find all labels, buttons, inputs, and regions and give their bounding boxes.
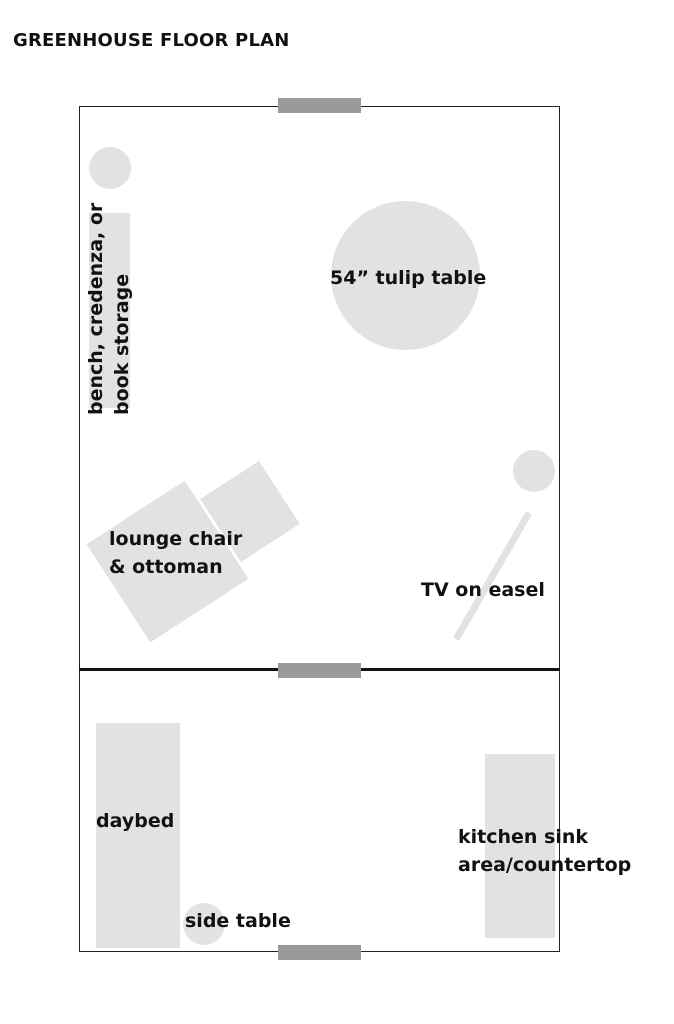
side-table-label: side table <box>185 910 291 932</box>
tulip-table-label: 54” tulip table <box>330 267 487 289</box>
middle-door <box>278 663 361 678</box>
plan-title: GREENHOUSE FLOOR PLAN <box>13 30 290 51</box>
lounge-label-line2: & ottoman <box>109 556 223 578</box>
lamp-circle-right <box>513 450 555 492</box>
storage-label-line2: book storage <box>111 273 133 415</box>
storage-label-line1: bench, credenza, or <box>85 202 107 415</box>
bench-storage-shape <box>89 213 130 408</box>
kitchen-label-line1: kitchen sink <box>458 826 589 848</box>
kitchen-label: kitchen sink area/countertop <box>458 823 631 879</box>
lounge-label-line1: lounge chair <box>109 528 243 550</box>
kitchen-label-line2: area/countertop <box>458 854 632 876</box>
storage-label: bench, credenza, or book storage <box>83 203 135 415</box>
lamp-circle-top-left <box>89 147 131 189</box>
tv-label: TV on easel <box>421 579 545 601</box>
lounge-label: lounge chair & ottoman <box>109 525 242 581</box>
top-door <box>278 98 361 113</box>
bottom-door <box>278 945 361 960</box>
daybed-label: daybed <box>96 810 175 832</box>
side-table-shape <box>183 903 225 945</box>
tulip-table-shape <box>331 201 480 350</box>
daybed-shape <box>96 723 180 948</box>
kitchen-counter-shape <box>485 754 555 938</box>
